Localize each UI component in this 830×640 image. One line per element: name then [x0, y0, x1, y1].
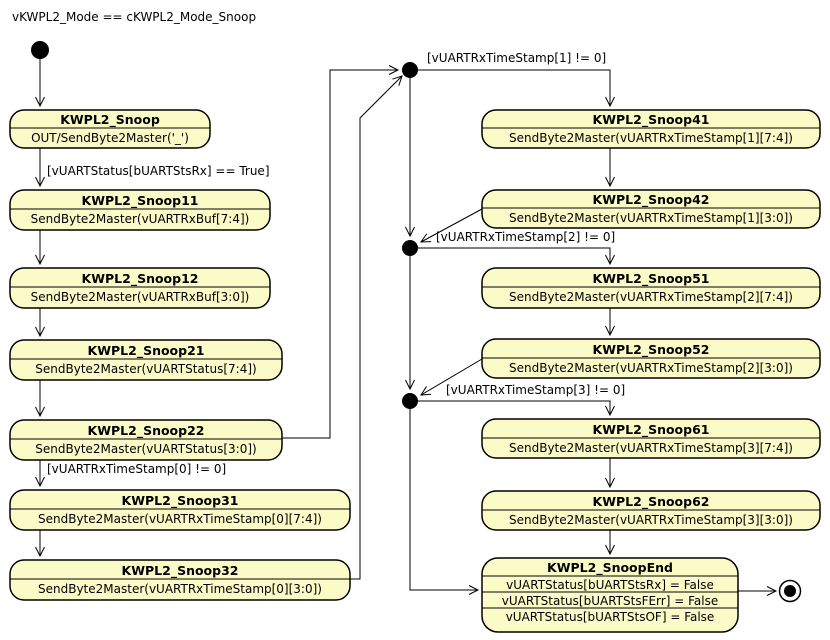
guard-label-timestamp2: [vUARTRxTimeStamp[2] != 0]	[436, 230, 615, 244]
transition-junction1-to-snoop41	[418, 69, 615, 108]
transition-junction2-to-snoop51	[418, 247, 615, 266]
state-action: SendByte2Master(vUARTRxTimeStamp[3][7:4]…	[509, 441, 793, 455]
state-kwpl2-snoop22: KWPL2_Snoop22 SendByte2Master(vUARTStatu…	[9, 419, 283, 461]
state-kwpl2-snoop62: KWPL2_Snoop62 SendByte2Master(vUARTRxTim…	[481, 490, 821, 531]
state-kwpl2-snoop21: KWPL2_Snoop21 SendByte2Master(vUARTStatu…	[9, 339, 283, 381]
state-action: SendByte2Master(vUARTRxBuf[7:4])	[31, 212, 250, 226]
state-title: KWPL2_Snoop22	[88, 423, 205, 439]
state-action: OUT/SendByte2Master('_')	[31, 131, 189, 145]
state-kwpl2-snoop41: KWPL2_Snoop41 SendByte2Master(vUARTRxTim…	[481, 109, 821, 149]
transition-junction3-to-snoopend	[409, 409, 480, 595]
state-kwpl2-snoop31: KWPL2_Snoop31 SendByte2Master(vUARTRxTim…	[9, 489, 351, 531]
guard-label-timestamp0: [vUARTRxTimeStamp[0] != 0]	[47, 462, 226, 476]
state-action: SendByte2Master(vUARTRxTimeStamp[0][7:4]…	[38, 512, 322, 526]
state-action: SendByte2Master(vUARTRxBuf[3:0])	[31, 290, 250, 304]
state-title: KWPL2_Snoop62	[593, 494, 710, 510]
junction2-icon	[402, 240, 418, 256]
state-title: KWPL2_Snoop12	[82, 271, 199, 287]
state-kwpl2-snoopend: KWPL2_SnoopEnd vUARTStatus[bUARTStsRx] =…	[481, 557, 739, 633]
transition-snoop32-to-junction1	[350, 75, 403, 580]
guard-label-timestamp3: [vUARTRxTimeStamp[3] != 0]	[446, 383, 625, 397]
state-title: KWPL2_Snoop41	[593, 112, 710, 128]
junction3-icon	[402, 393, 418, 409]
state-action: vUARTStatus[bUARTStsFErr] = False	[502, 594, 718, 608]
initial-state-icon	[31, 41, 49, 59]
state-kwpl2-snoop52: KWPL2_Snoop52 SendByte2Master(vUARTRxTim…	[481, 338, 821, 379]
guard-label-rx-true: [vUARTStatus[bUARTStsRx] == True]	[47, 164, 270, 178]
state-action: SendByte2Master(vUARTRxTimeStamp[2][7:4]…	[509, 290, 793, 304]
state-action: SendByte2Master(vUARTRxTimeStamp[1][7:4]…	[509, 131, 793, 145]
state-action: vUARTStatus[bUARTStsOF] = False	[506, 610, 715, 624]
state-title: KWPL2_Snoop11	[82, 193, 199, 209]
state-kwpl2-snoop42: KWPL2_Snoop42 SendByte2Master(vUARTRxTim…	[481, 189, 821, 229]
transition-snoop42-to-junction2	[420, 208, 483, 243]
state-action: SendByte2Master(vUARTRxTimeStamp[1][3:0]…	[509, 211, 793, 225]
junction1-icon	[402, 62, 418, 78]
state-title: KWPL2_Snoop32	[122, 563, 239, 579]
state-kwpl2-snoop11: KWPL2_Snoop11 SendByte2Master(vUARTRxBuf…	[9, 189, 271, 231]
machine-condition-label: vKWPL2_Mode == cKWPL2_Mode_Snoop	[12, 10, 256, 24]
state-action: SendByte2Master(vUARTRxTimeStamp[0][3:0]…	[38, 582, 322, 596]
transition-snoop22-to-junction1	[282, 65, 400, 439]
transition-junction3-to-snoop61	[418, 400, 615, 417]
state-title: KWPL2_SnoopEnd	[547, 560, 673, 576]
state-kwpl2-snoop12: KWPL2_Snoop12 SendByte2Master(vUARTRxBuf…	[9, 267, 271, 309]
state-title: KWPL2_Snoop42	[593, 192, 710, 208]
state-action: vUARTStatus[bUARTStsRx] = False	[506, 578, 714, 592]
state-title: KWPL2_Snoop21	[88, 343, 205, 359]
state-kwpl2-snoop61: KWPL2_Snoop61 SendByte2Master(vUARTRxTim…	[481, 418, 821, 459]
transition-snoop52-to-junction3	[420, 358, 483, 396]
state-title: KWPL2_Snoop	[60, 112, 160, 128]
state-action: SendByte2Master(vUARTRxTimeStamp[3][3:0]…	[509, 513, 793, 527]
state-title: KWPL2_Snoop51	[593, 271, 710, 287]
final-state-icon	[778, 579, 802, 603]
state-kwpl2-snoop: KWPL2_Snoop OUT/SendByte2Master('_')	[9, 109, 211, 149]
state-kwpl2-snoop51: KWPL2_Snoop51 SendByte2Master(vUARTRxTim…	[481, 267, 821, 309]
guard-label-timestamp1: [vUARTRxTimeStamp[1] != 0]	[427, 51, 606, 65]
state-title: KWPL2_Snoop31	[122, 493, 239, 509]
state-title: KWPL2_Snoop61	[593, 422, 710, 438]
state-action: SendByte2Master(vUARTStatus[3:0])	[35, 442, 256, 456]
state-kwpl2-snoop32: KWPL2_Snoop32 SendByte2Master(vUARTRxTim…	[9, 559, 351, 601]
state-action: SendByte2Master(vUARTStatus[7:4])	[35, 362, 256, 376]
state-title: KWPL2_Snoop52	[593, 342, 710, 358]
state-action: SendByte2Master(vUARTRxTimeStamp[2][3:0]…	[509, 361, 793, 375]
